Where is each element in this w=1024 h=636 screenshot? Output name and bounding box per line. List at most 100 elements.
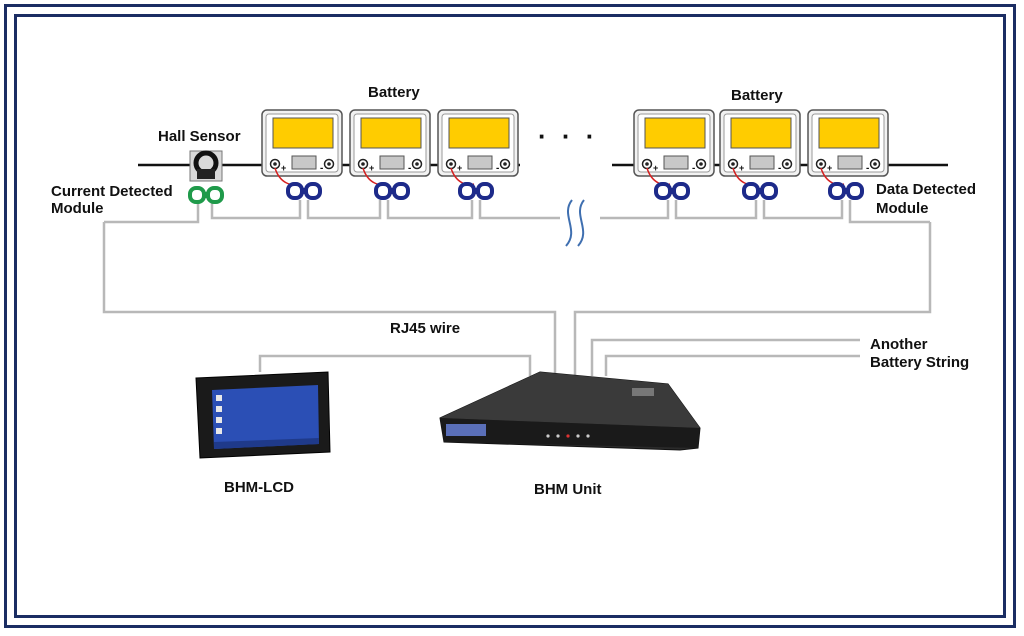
battery-label-plate	[291, 155, 317, 170]
desktop-icon	[216, 395, 222, 401]
rj45-wire-segment	[386, 200, 474, 220]
lcd-screen	[212, 385, 319, 449]
battery-icon: +-	[349, 109, 431, 186]
minus-sign: -	[408, 163, 411, 174]
clip-right-loop	[760, 182, 778, 200]
clip-connector-icon	[286, 182, 322, 200]
battery-label-plate	[837, 155, 863, 170]
plus-sign: +	[827, 163, 832, 173]
minus-sign: -	[320, 163, 323, 174]
clip-left-loop	[828, 182, 846, 200]
positive-terminal-core	[645, 162, 649, 166]
unit-led	[566, 434, 570, 438]
minus-sign: -	[778, 163, 781, 174]
hall-sensor-base	[197, 169, 215, 179]
negative-terminal-core	[699, 162, 703, 166]
clip-bridge	[756, 188, 764, 194]
wire-break-mark	[577, 199, 585, 247]
data-module-label-line2: Module	[876, 200, 929, 217]
unit-led	[586, 434, 590, 438]
negative-terminal-core	[873, 162, 877, 166]
connector-row	[188, 182, 864, 204]
devices	[189, 150, 701, 459]
clip-connector-icon	[188, 186, 224, 204]
outer-frame	[4, 4, 1016, 628]
clip-connector-icon	[458, 182, 494, 200]
battery-icon: +-	[719, 109, 801, 186]
battery-icon: +-	[633, 109, 715, 186]
rj45-wire-segment	[258, 354, 532, 376]
ellipsis-label: · · ·	[538, 121, 599, 151]
rj45-wire-segment	[104, 200, 200, 224]
clip-bridge	[202, 192, 210, 198]
battery-display	[818, 117, 880, 149]
clip-connector-icon	[654, 182, 690, 200]
rj45-wire-segment	[478, 200, 560, 220]
unit-led	[576, 434, 580, 438]
clip-left-loop	[286, 182, 304, 200]
clip-left-loop	[458, 182, 476, 200]
lcd-taskbar	[214, 438, 319, 449]
positive-terminal-core	[361, 162, 365, 166]
rj45-wire-label: RJ45 wire	[390, 320, 461, 337]
clip-right-loop	[476, 182, 494, 200]
clip-left-loop	[654, 182, 672, 200]
battery-label-plate	[467, 155, 493, 170]
bhm-lcd-label: BHM-LCD	[224, 479, 294, 496]
hall-sensor-icon	[189, 150, 223, 182]
clip-right-loop	[672, 182, 690, 200]
plus-sign: +	[369, 163, 374, 173]
rj45-wire-segment	[590, 338, 860, 376]
clip-left-loop	[742, 182, 760, 200]
clip-connector-icon	[828, 182, 864, 200]
battery-label-plate	[749, 155, 775, 170]
clip-bridge	[668, 188, 676, 194]
battery-label-plate	[663, 155, 689, 170]
battery-row: +-+-+-+-+-+-	[261, 109, 889, 186]
positive-terminal-core	[449, 162, 453, 166]
positive-terminal-core	[731, 162, 735, 166]
rj45-wire-segment	[600, 200, 670, 220]
positive-terminal-core	[273, 162, 277, 166]
battery-icon: +-	[807, 109, 889, 186]
clip-bridge	[388, 188, 396, 194]
rj45-wire-segment	[210, 200, 302, 220]
current-module-label-line2: Module	[51, 200, 104, 217]
minus-sign: -	[866, 163, 869, 174]
rj45-wire-segment	[604, 354, 860, 376]
current-module-label-line1: Current Detected	[51, 183, 173, 200]
clip-connector-icon	[742, 182, 778, 200]
desktop-icon	[216, 417, 222, 423]
battery-icon: +-	[437, 109, 519, 186]
battery-display	[730, 117, 792, 149]
plus-sign: +	[457, 163, 462, 173]
rj45-wire-segment	[306, 200, 382, 220]
another-string-label-line2: Battery String	[870, 354, 970, 371]
unit-port	[632, 388, 654, 396]
rj45-wiring	[102, 199, 932, 376]
desktop-icon	[216, 428, 222, 434]
plus-sign: +	[653, 163, 658, 173]
battery-display	[272, 117, 334, 149]
plus-sign: +	[281, 163, 286, 173]
battery-display	[360, 117, 422, 149]
wire-break-mark	[565, 199, 573, 247]
battery-label-left: Battery	[368, 84, 420, 101]
clip-bridge	[842, 188, 850, 194]
clip-right-loop	[206, 186, 224, 204]
bhm-unit-label: BHM Unit	[534, 481, 602, 498]
rj45-wire-segment	[102, 222, 557, 376]
another-string-label-line1: Another	[870, 336, 928, 353]
inner-frame	[14, 14, 1006, 618]
battery-label-plate	[379, 155, 405, 170]
clip-connector-icon	[374, 182, 410, 200]
battery-icon: +-	[261, 109, 343, 186]
negative-terminal-core	[327, 162, 331, 166]
rj45-wire-segment	[762, 200, 844, 220]
touch-lcd-monitor-icon	[195, 371, 331, 459]
clip-left-loop	[188, 186, 206, 204]
minus-sign: -	[496, 163, 499, 174]
clip-left-loop	[374, 182, 392, 200]
positive-terminal-core	[819, 162, 823, 166]
